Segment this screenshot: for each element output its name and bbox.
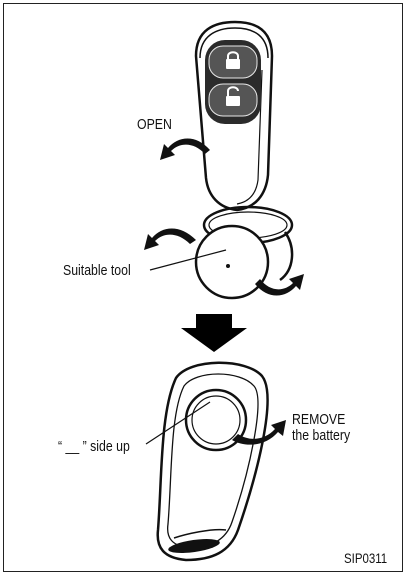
down-arrow-icon (181, 314, 247, 352)
figure-code: SIP0311 (344, 550, 387, 566)
open-label: OPEN (137, 117, 172, 133)
coin-tool (196, 226, 268, 298)
side-up-label: “ __ ” side up (58, 439, 130, 455)
suitable-tool-label: Suitable tool (63, 263, 131, 279)
remove-label-line1: REMOVE (292, 412, 350, 428)
pry-arrow-left (144, 229, 196, 251)
remove-label-line2: the battery (292, 428, 350, 444)
remove-battery-label: REMOVE the battery (292, 412, 350, 444)
